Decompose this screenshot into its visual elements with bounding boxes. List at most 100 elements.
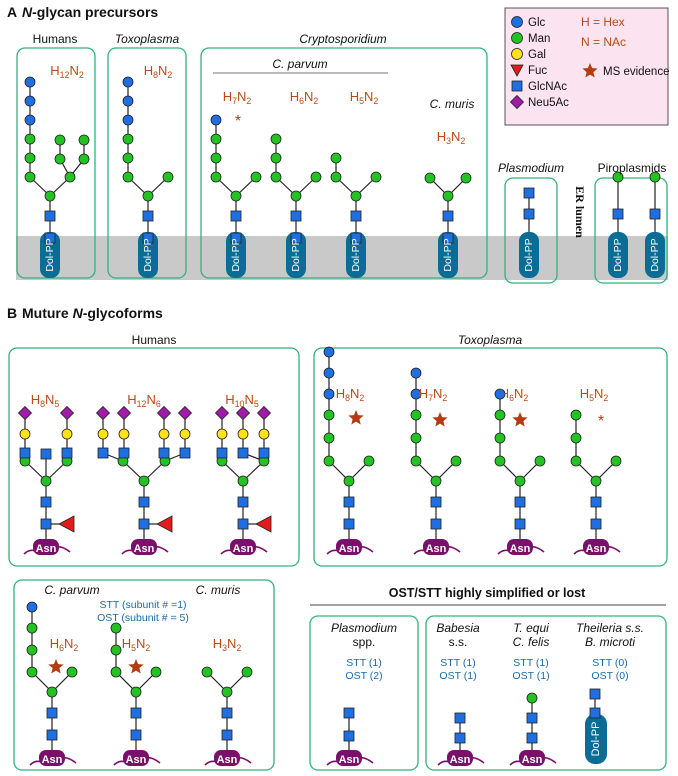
dol-pp-label: Dol-PP xyxy=(649,238,661,271)
glcnac-square xyxy=(118,447,130,459)
composition-label: H6N2 xyxy=(500,386,529,403)
mannose xyxy=(150,666,162,678)
mannose xyxy=(78,153,90,165)
cryptosporidium-title: Cryptosporidium xyxy=(299,32,386,46)
panel-b-title: Muture N-glycoforms xyxy=(22,305,163,321)
glcnac-square xyxy=(19,447,31,459)
mannose xyxy=(590,475,602,487)
mannose xyxy=(612,171,624,183)
ms-evidence-star xyxy=(128,659,144,674)
glucose xyxy=(323,388,335,400)
mannose xyxy=(221,686,233,698)
legend-gal-icon xyxy=(511,48,523,60)
mannose xyxy=(270,133,282,145)
glucose xyxy=(494,388,506,400)
mannose xyxy=(570,409,582,421)
legend-neu5ac-icon xyxy=(509,94,525,110)
glcnac-square xyxy=(40,518,52,530)
glcnac-square xyxy=(237,496,249,508)
glcnac-square xyxy=(230,210,242,222)
fucose-triangle xyxy=(156,515,173,533)
mannose xyxy=(323,409,335,421)
glcnac-square xyxy=(130,729,142,741)
plasmodium-spp: spp. xyxy=(353,635,376,649)
neu5ac-diamond xyxy=(156,405,172,421)
dol-pp-anchor xyxy=(286,232,306,278)
mannose xyxy=(230,190,242,202)
mannose xyxy=(54,134,66,146)
legend-ms: MS evidence xyxy=(603,66,669,78)
galactose xyxy=(179,428,191,440)
ms-evidence-star xyxy=(512,412,528,427)
glucose xyxy=(24,76,36,88)
toxoplasma-b-title: Toxoplasma xyxy=(458,333,523,347)
crypto-glycoform-frame xyxy=(13,579,275,771)
asn-label: Asn xyxy=(339,543,360,555)
glcnac-square xyxy=(290,232,302,244)
composition-label: H6N2 xyxy=(50,636,79,653)
glcnac-square xyxy=(158,447,170,459)
galactose xyxy=(118,428,130,440)
neu5ac-diamond xyxy=(214,405,230,421)
mannose xyxy=(26,666,38,678)
mannose xyxy=(210,171,222,183)
asn-label: Asn xyxy=(217,754,238,766)
galactose xyxy=(216,428,228,440)
glcnac-square xyxy=(430,518,442,530)
glcnac-square xyxy=(442,210,454,222)
membrane-band xyxy=(16,236,668,280)
dol-pp-label: Dol-PP xyxy=(290,238,302,271)
mannose xyxy=(237,475,249,487)
glcnac-square xyxy=(523,187,535,199)
asn-label: Asn xyxy=(134,543,155,555)
mannose xyxy=(570,432,582,444)
theileria-title: Theileria s.s. xyxy=(576,621,644,635)
asn-residue xyxy=(230,539,256,555)
glcnac-square xyxy=(46,729,58,741)
mannose xyxy=(350,190,362,202)
dol-pp-label: Dol-PP xyxy=(142,238,154,271)
glcnac-square xyxy=(454,732,466,744)
composition-label: H7N2 xyxy=(419,386,448,403)
mannose xyxy=(110,644,122,656)
glcnac-square xyxy=(526,732,538,744)
glucose xyxy=(122,114,134,126)
neu5ac-diamond xyxy=(116,405,132,421)
asn-residue xyxy=(507,539,533,555)
mannose xyxy=(494,409,506,421)
legend-box xyxy=(504,7,669,126)
dol-pp-label: Dol-PP xyxy=(612,238,624,271)
theileria-stt: STT (0) xyxy=(592,657,627,669)
mannose xyxy=(534,455,546,467)
glcnac-square xyxy=(523,208,535,220)
composition-label: H3N2 xyxy=(213,636,242,653)
legend-hex: H = Hex xyxy=(581,15,625,29)
dol-pp-label: Dol-PP xyxy=(44,238,56,271)
t-equi-title: T. equi xyxy=(513,621,549,635)
glucose xyxy=(323,367,335,379)
legend-label: Gal xyxy=(528,49,546,61)
mannose xyxy=(410,409,422,421)
glcnac-square xyxy=(343,730,355,742)
dol-pp-label: Dol-PP xyxy=(590,722,602,757)
fucose-triangle xyxy=(58,515,75,533)
asn-label: Asn xyxy=(522,754,543,766)
glucose xyxy=(122,95,134,107)
dol-pp-anchor xyxy=(138,232,158,278)
dol-pp-anchor xyxy=(438,232,458,278)
panel-a-letter: A xyxy=(7,4,17,20)
babesia-stt: STT (1) xyxy=(440,657,475,669)
asn-label: Asn xyxy=(426,543,447,555)
galactose xyxy=(258,428,270,440)
mannose xyxy=(514,475,526,487)
plasmodium-ost: OST (2) xyxy=(345,670,382,682)
asn-label: Asn xyxy=(450,754,471,766)
glucose xyxy=(26,601,38,613)
mannose xyxy=(24,152,36,164)
asn-residue xyxy=(33,539,59,555)
mannose xyxy=(270,152,282,164)
neu5ac-diamond xyxy=(95,405,111,421)
glcnac-square xyxy=(343,707,355,719)
asn-label: Asn xyxy=(586,543,607,555)
